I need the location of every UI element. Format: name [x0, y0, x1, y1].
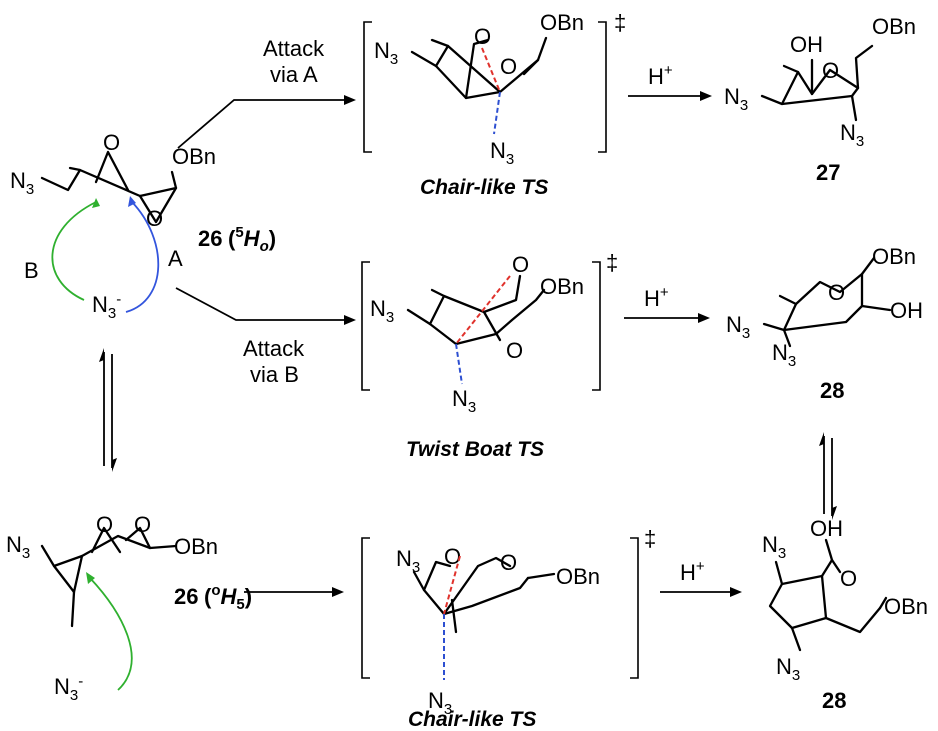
ring-oxygen: O	[506, 338, 523, 363]
obn-label: OBn	[172, 144, 216, 169]
epoxide-oxygen: O	[474, 24, 491, 49]
compound-26-oh5: N3 O O OBn 26 (oH5) N3-	[6, 512, 252, 704]
chair-ts-a: ‡ N3 O O OBn N3 Chair-like TS	[363, 10, 626, 199]
obn-label: OBn	[540, 274, 584, 299]
azide-label: N3	[724, 84, 748, 114]
epoxide-oxygen: O	[444, 544, 461, 569]
attack-via-a-line1: Attack	[263, 36, 325, 61]
chair-ts-label: Chair-like TS	[420, 176, 548, 199]
twist-boat-ts-label: Twist Boat TS	[406, 438, 544, 461]
obn-label: OBn	[872, 244, 916, 269]
h-plus-label: H+	[680, 558, 705, 585]
obn-label: OBn	[556, 564, 600, 589]
compound-27: N3 OH O OBn N3 27	[724, 14, 916, 185]
chair-ts-label: Chair-like TS	[408, 708, 536, 731]
compound-27-number: 27	[816, 160, 840, 185]
oh-label: OH	[890, 298, 923, 323]
obn-label: OBn	[540, 10, 584, 35]
obn-label: OBn	[872, 14, 916, 39]
twist-boat-ts: ‡ N3 O O OBn N3 Twist Boat TS	[361, 250, 618, 461]
compound-28-number: 28	[822, 688, 846, 713]
epoxide-oxygen: O	[512, 252, 529, 277]
azide-nucleophile: N3-	[92, 291, 121, 322]
ring-oxygen: O	[500, 54, 517, 79]
equilibrium-arrows-left	[99, 348, 117, 472]
azide-label: N3	[370, 296, 394, 326]
ts-dagger: ‡	[614, 10, 626, 35]
oh-label: OH	[790, 32, 823, 57]
ring-oxygen: O	[840, 566, 857, 591]
azide-label: N3	[762, 532, 786, 562]
compound-26-number: 26	[174, 584, 198, 609]
h-plus-label: H+	[648, 62, 673, 89]
h-plus-arrow-middle: H+	[624, 284, 710, 323]
obn-label: OBn	[174, 534, 218, 559]
azide-label: N3	[6, 532, 30, 562]
ring-oxygen: O	[828, 280, 845, 305]
path-b-label: B	[24, 258, 39, 283]
compound-28-chair: N3 O OBn OH N3 28	[726, 244, 923, 403]
azide-label: N3	[840, 120, 864, 150]
path-a-label: A	[168, 246, 183, 271]
ring-oxygen: O	[146, 206, 163, 231]
compound-26-number: 26	[198, 226, 222, 251]
h-plus-arrow-bottom: H+	[660, 558, 742, 597]
compound-28-number: 28	[820, 378, 844, 403]
azide-nucleophile: N3	[490, 138, 514, 168]
azide-label: N3	[374, 38, 398, 68]
ring-oxygen: O	[500, 550, 517, 575]
azide-label: N3	[726, 312, 750, 342]
attack-via-b-line1: Attack	[243, 336, 305, 361]
compound-28-boat: N3 OH O OBn N3 28	[762, 516, 928, 713]
equilibrium-arrows-right	[819, 432, 837, 520]
azide-label: N3	[10, 168, 34, 198]
h-plus-label: H+	[644, 284, 669, 311]
obn-label: OBn	[884, 594, 928, 619]
epoxide-oxygen: O	[103, 130, 120, 155]
azide-label: N3	[776, 654, 800, 684]
azide-nucleophile: N3	[428, 688, 452, 718]
conformation-5ho: (5Ho)	[228, 224, 276, 255]
azide-nucleophile: N3	[452, 386, 476, 416]
oh-label: OH	[810, 516, 843, 541]
ts-dagger: ‡	[644, 526, 656, 551]
arrow-attack-b: Attack via B	[175, 287, 356, 387]
compound-26-5ho: N3 O O OBn 26 (5Ho) N3- B A	[10, 130, 276, 322]
ring-oxygen: O	[822, 58, 839, 83]
h-plus-arrow-top: H+	[628, 62, 712, 101]
attack-via-a-line2: via A	[270, 62, 318, 87]
ts-dagger: ‡	[606, 250, 618, 275]
ring-oxygen: O	[134, 512, 151, 537]
arrow-attack-a: Attack via A	[177, 36, 356, 149]
azide-label: N3	[396, 546, 420, 576]
epoxide-oxygen: O	[96, 512, 113, 537]
attack-via-b-line2: via B	[250, 362, 299, 387]
conformation-oh5: (oH5)	[204, 582, 252, 613]
chair-ts-oh5: ‡ N3 O O OBn N3 Chair-like TS	[361, 526, 656, 731]
azide-nucleophile: N3-	[54, 673, 83, 704]
azide-label: N3	[772, 340, 796, 370]
arrow-bottom	[244, 587, 344, 597]
